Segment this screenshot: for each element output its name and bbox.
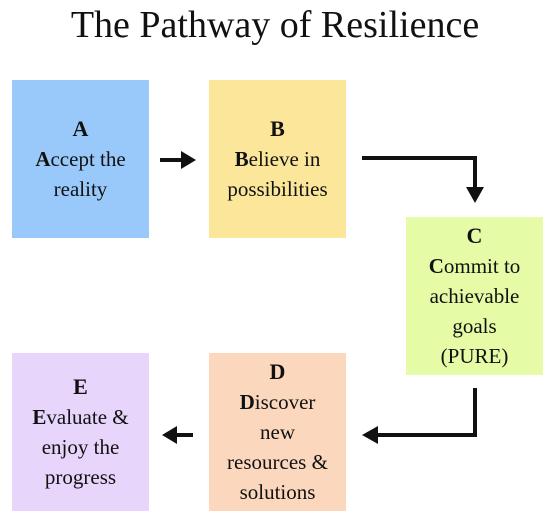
arrow-c-to-d (362, 388, 477, 444)
step-label-line: Discover (240, 387, 316, 417)
step-label-line: enjoy the (41, 435, 120, 459)
step-label-line: new (260, 420, 295, 444)
step-letter: C (466, 223, 483, 248)
step-box-e: E Evaluate & enjoy the progress (12, 353, 149, 511)
step-box-c: C Commit to achievable goals (PURE) (406, 217, 543, 375)
step-label-rest: valuate & (46, 405, 129, 429)
step-letter: E (73, 374, 88, 399)
step-label-line: solutions (239, 480, 316, 504)
step-letter: D (269, 359, 286, 384)
step-label-rest: ccept the (50, 147, 126, 171)
step-box-a: A Accept the reality (12, 80, 149, 238)
step-box-d: D Discover new resources & solutions (209, 353, 346, 511)
step-label-line: Evaluate & (32, 402, 128, 432)
diagram-title: The Pathway of Resilience (70, 4, 480, 46)
step-initial: D (239, 390, 255, 414)
step-label-line: Commit to (429, 251, 521, 281)
step-initial: E (32, 405, 47, 429)
step-label-rest: iscover (254, 390, 316, 414)
step-label-line: (PURE) (440, 344, 509, 368)
step-initial: A (35, 147, 51, 171)
step-label-line: reality (53, 177, 108, 201)
step-letter: A (72, 116, 89, 141)
step-initial: C (428, 254, 444, 278)
step-label-line: goals (452, 314, 497, 338)
step-label-line: resources & (227, 450, 328, 474)
step-letter: B (270, 116, 285, 141)
step-initial: B (234, 147, 249, 171)
arrow-d-to-e (162, 426, 193, 444)
step-label-rest: ommit to (443, 254, 521, 278)
step-label-line: progress (44, 465, 117, 489)
step-label-rest: elieve in (248, 147, 321, 171)
step-label-line: achievable (429, 284, 520, 308)
step-label-line: Believe in (235, 144, 321, 174)
arrow-a-to-b (160, 151, 196, 169)
arrow-b-to-c (362, 156, 484, 203)
step-label-line: possibilities (227, 177, 328, 201)
step-box-b: B Believe in possibilities (209, 80, 346, 238)
step-label-line: Accept the (35, 144, 125, 174)
